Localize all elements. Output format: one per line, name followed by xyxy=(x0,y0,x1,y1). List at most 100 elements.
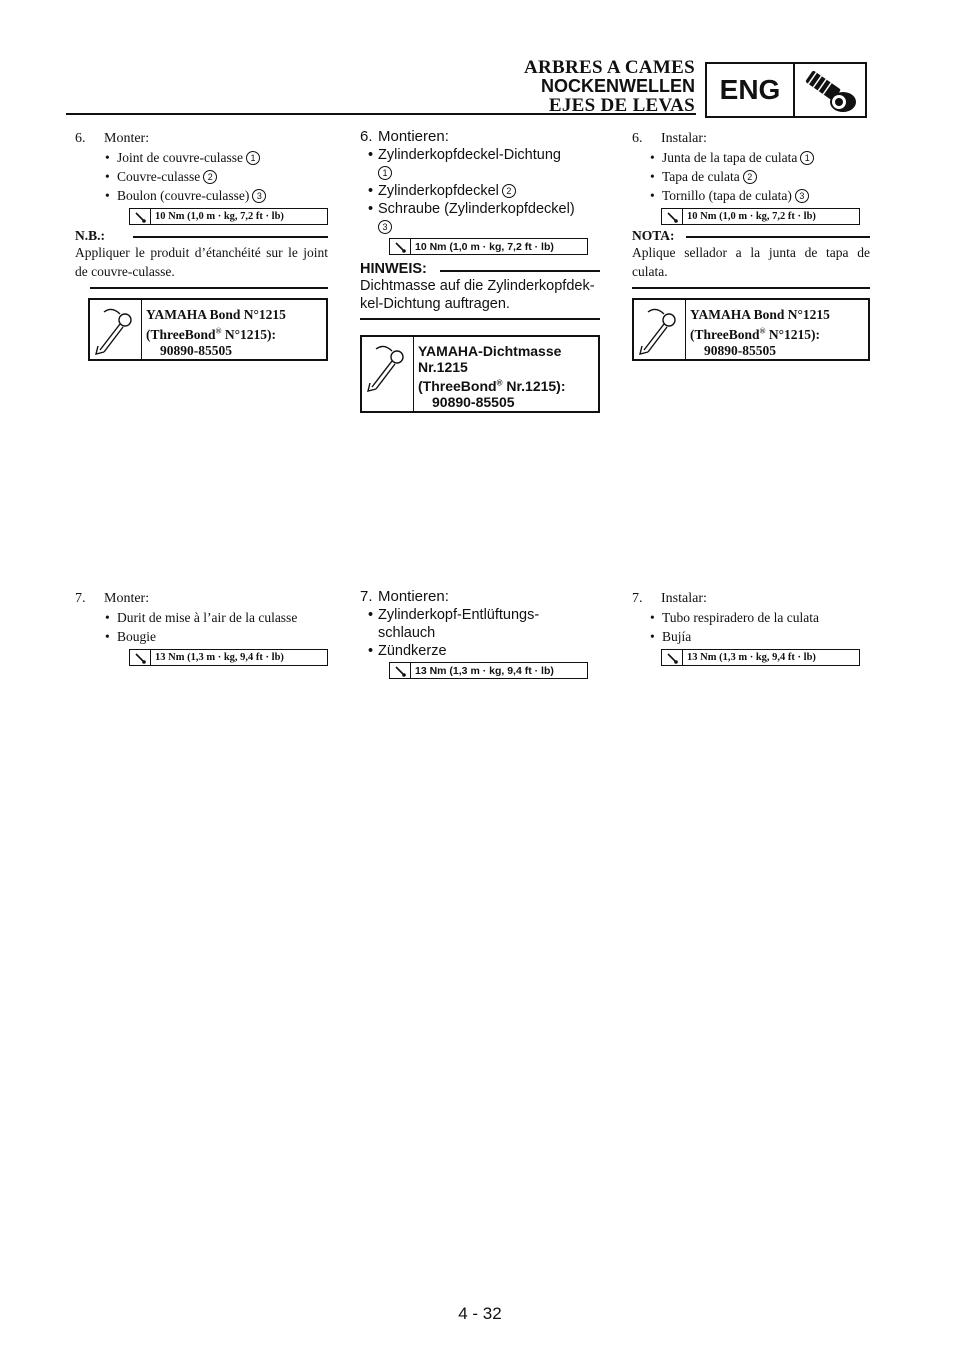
reference-marker: 1 xyxy=(800,151,815,165)
note-french: N.B.: Appliquer le produit d’étanchéité … xyxy=(75,229,328,289)
step-title: Instalar: xyxy=(661,591,707,606)
reference-marker: 2 xyxy=(742,170,757,184)
reference-marker: 3 xyxy=(252,189,267,203)
torque-wrench-icon xyxy=(130,650,151,665)
list-item: •Bujía xyxy=(650,629,692,644)
sealant-part-number: 90890-85505 xyxy=(432,393,515,410)
reference-marker: 1 xyxy=(378,166,392,180)
section-titles: ARBRES A CAMES NOCKENWELLEN EJES DE LEVA… xyxy=(524,58,695,115)
step-number: 7. xyxy=(75,591,86,606)
torque-spec: 13 Nm (1,3 m · kg, 9,4 ft · lb) xyxy=(661,649,860,666)
torque-spec: 10 Nm (1,0 m · kg, 7,2 ft · lb) xyxy=(389,238,588,255)
engine-camshaft-icon xyxy=(805,70,856,112)
sealant-threebond: (ThreeBond® N°1215): xyxy=(690,326,821,342)
step-title: Montieren: xyxy=(378,128,449,145)
list-item: •Zündkerze xyxy=(368,643,447,659)
reference-marker: 2 xyxy=(203,170,218,184)
step-7-french: 7. Monter: •Durit de mise à l’air de la c… xyxy=(75,590,328,666)
torque-spec: 10 Nm (1,0 m · kg, 7,2 ft · lb) xyxy=(661,208,860,225)
step-title: Monter: xyxy=(104,131,150,146)
sealant-threebond: (ThreeBond® N°1215): xyxy=(146,326,277,342)
torque-value: 13 Nm (1,3 m · kg, 9,4 ft · lb) xyxy=(155,652,284,663)
sealant-box-french: YAMAHA Bond N°1215 (ThreeBond® N°1215): … xyxy=(88,298,328,361)
header-rule xyxy=(66,113,696,115)
sealant-tool-icon xyxy=(90,300,142,359)
list-item: •Tornillo (tapa de culata)3 xyxy=(620,186,872,205)
section-badge: ENG xyxy=(705,62,867,118)
sealant-tool-icon xyxy=(634,300,686,359)
list-item: •Schraube (Zylinderkopfdeckel)3 xyxy=(368,201,575,234)
torque-wrench-icon xyxy=(662,209,683,224)
sealant-threebond: (ThreeBond® Nr.1215): xyxy=(418,377,566,394)
torque-wrench-icon xyxy=(390,239,411,254)
reference-marker: 2 xyxy=(501,184,516,198)
note-german: HINWEIS: Dichtmasse auf die Zylinderkopf… xyxy=(360,261,600,320)
step-number: 6. xyxy=(75,131,86,146)
sealant-tool-icon xyxy=(362,337,414,411)
sealant-number: Nr.1215 xyxy=(418,359,468,375)
note-spanish: NOTA: Aplique sellador a la junta de tap… xyxy=(632,229,870,289)
parts-list: •Tubo respiradero de la culata •Bujía xyxy=(620,608,872,646)
list-item: •Boulon (couvre-culasse)3 xyxy=(75,186,328,205)
note-text: Appliquer le produit d’étanchéité sur le… xyxy=(75,245,328,279)
sealant-name: YAMAHA Bond N°1215 xyxy=(146,307,286,322)
badge-divider xyxy=(793,64,795,116)
step-title: Instalar: xyxy=(661,131,707,146)
sealant-part-number: 90890-85505 xyxy=(704,342,776,358)
parts-list: •Durit de mise à l’air de la culasse •Bo… xyxy=(75,608,328,646)
note-end-rule xyxy=(360,318,600,320)
note-text: Dichtmasse auf die Zylinderkopfdek-kel-D… xyxy=(360,278,595,312)
note-text: Aplique sellador a la junta de tapa de c… xyxy=(632,245,870,279)
torque-spec: 13 Nm (1,3 m · kg, 9,4 ft · lb) xyxy=(389,662,588,679)
torque-value: 10 Nm (1,0 m · kg, 7,2 ft · lb) xyxy=(415,240,554,253)
torque-spec: 10 Nm (1,0 m · kg, 7,2 ft · lb) xyxy=(129,208,328,225)
torque-value: 13 Nm (1,3 m · kg, 9,4 ft · lb) xyxy=(687,652,816,663)
torque-wrench-icon xyxy=(390,663,411,678)
torque-value: 10 Nm (1,0 m · kg, 7,2 ft · lb) xyxy=(687,211,816,222)
note-label: HINWEIS: xyxy=(360,261,435,277)
reference-marker: 3 xyxy=(794,189,809,203)
list-item: •Bougie xyxy=(105,629,156,644)
note-rule xyxy=(686,236,870,238)
section-badge-label: ENG xyxy=(719,74,781,105)
note-rule xyxy=(133,236,328,238)
sealant-part-number: 90890-85505 xyxy=(160,342,232,358)
step-title: Monter: xyxy=(104,591,150,606)
torque-spec: 13 Nm (1,3 m · kg, 9,4 ft · lb) xyxy=(129,649,328,666)
reference-marker: 3 xyxy=(378,220,392,234)
torque-value: 10 Nm (1,0 m · kg, 7,2 ft · lb) xyxy=(155,211,284,222)
sealant-name: YAMAHA Bond N°1215 xyxy=(690,307,830,322)
note-end-rule xyxy=(632,287,870,289)
torque-wrench-icon xyxy=(662,650,683,665)
note-label: NOTA: xyxy=(632,229,683,243)
list-item: •Durit de mise à l’air de la culasse xyxy=(105,610,298,625)
list-item: •Zylinderkopf-Entlüftungs-schlauch xyxy=(368,607,540,641)
sealant-box-spanish: YAMAHA Bond N°1215 (ThreeBond® N°1215): … xyxy=(632,298,872,361)
step-number: 6. xyxy=(360,128,373,145)
step-7-spanish: 7. Instalar: •Tubo respiradero de la cula… xyxy=(632,590,872,666)
step-title: Montieren: xyxy=(378,588,449,605)
step-number: 7. xyxy=(632,591,643,606)
note-label: N.B.: xyxy=(75,229,113,243)
sealant-name: YAMAHA-Dichtmasse xyxy=(418,343,562,359)
title-french: ARBRES A CAMES xyxy=(523,57,695,78)
list-item: •Tubo respiradero de la culata xyxy=(650,610,819,625)
step-number: 7. xyxy=(360,588,373,605)
step-7-german: 7. Montieren: •Zylinderkopf-Entlüftungs-s… xyxy=(360,588,600,679)
page-number: 4 - 32 xyxy=(458,1304,502,1323)
reference-marker: 1 xyxy=(245,151,260,165)
title-german: NOCKENWELLEN xyxy=(541,76,695,96)
title-spanish: EJES DE LEVAS xyxy=(548,95,695,116)
note-rule xyxy=(440,270,600,272)
